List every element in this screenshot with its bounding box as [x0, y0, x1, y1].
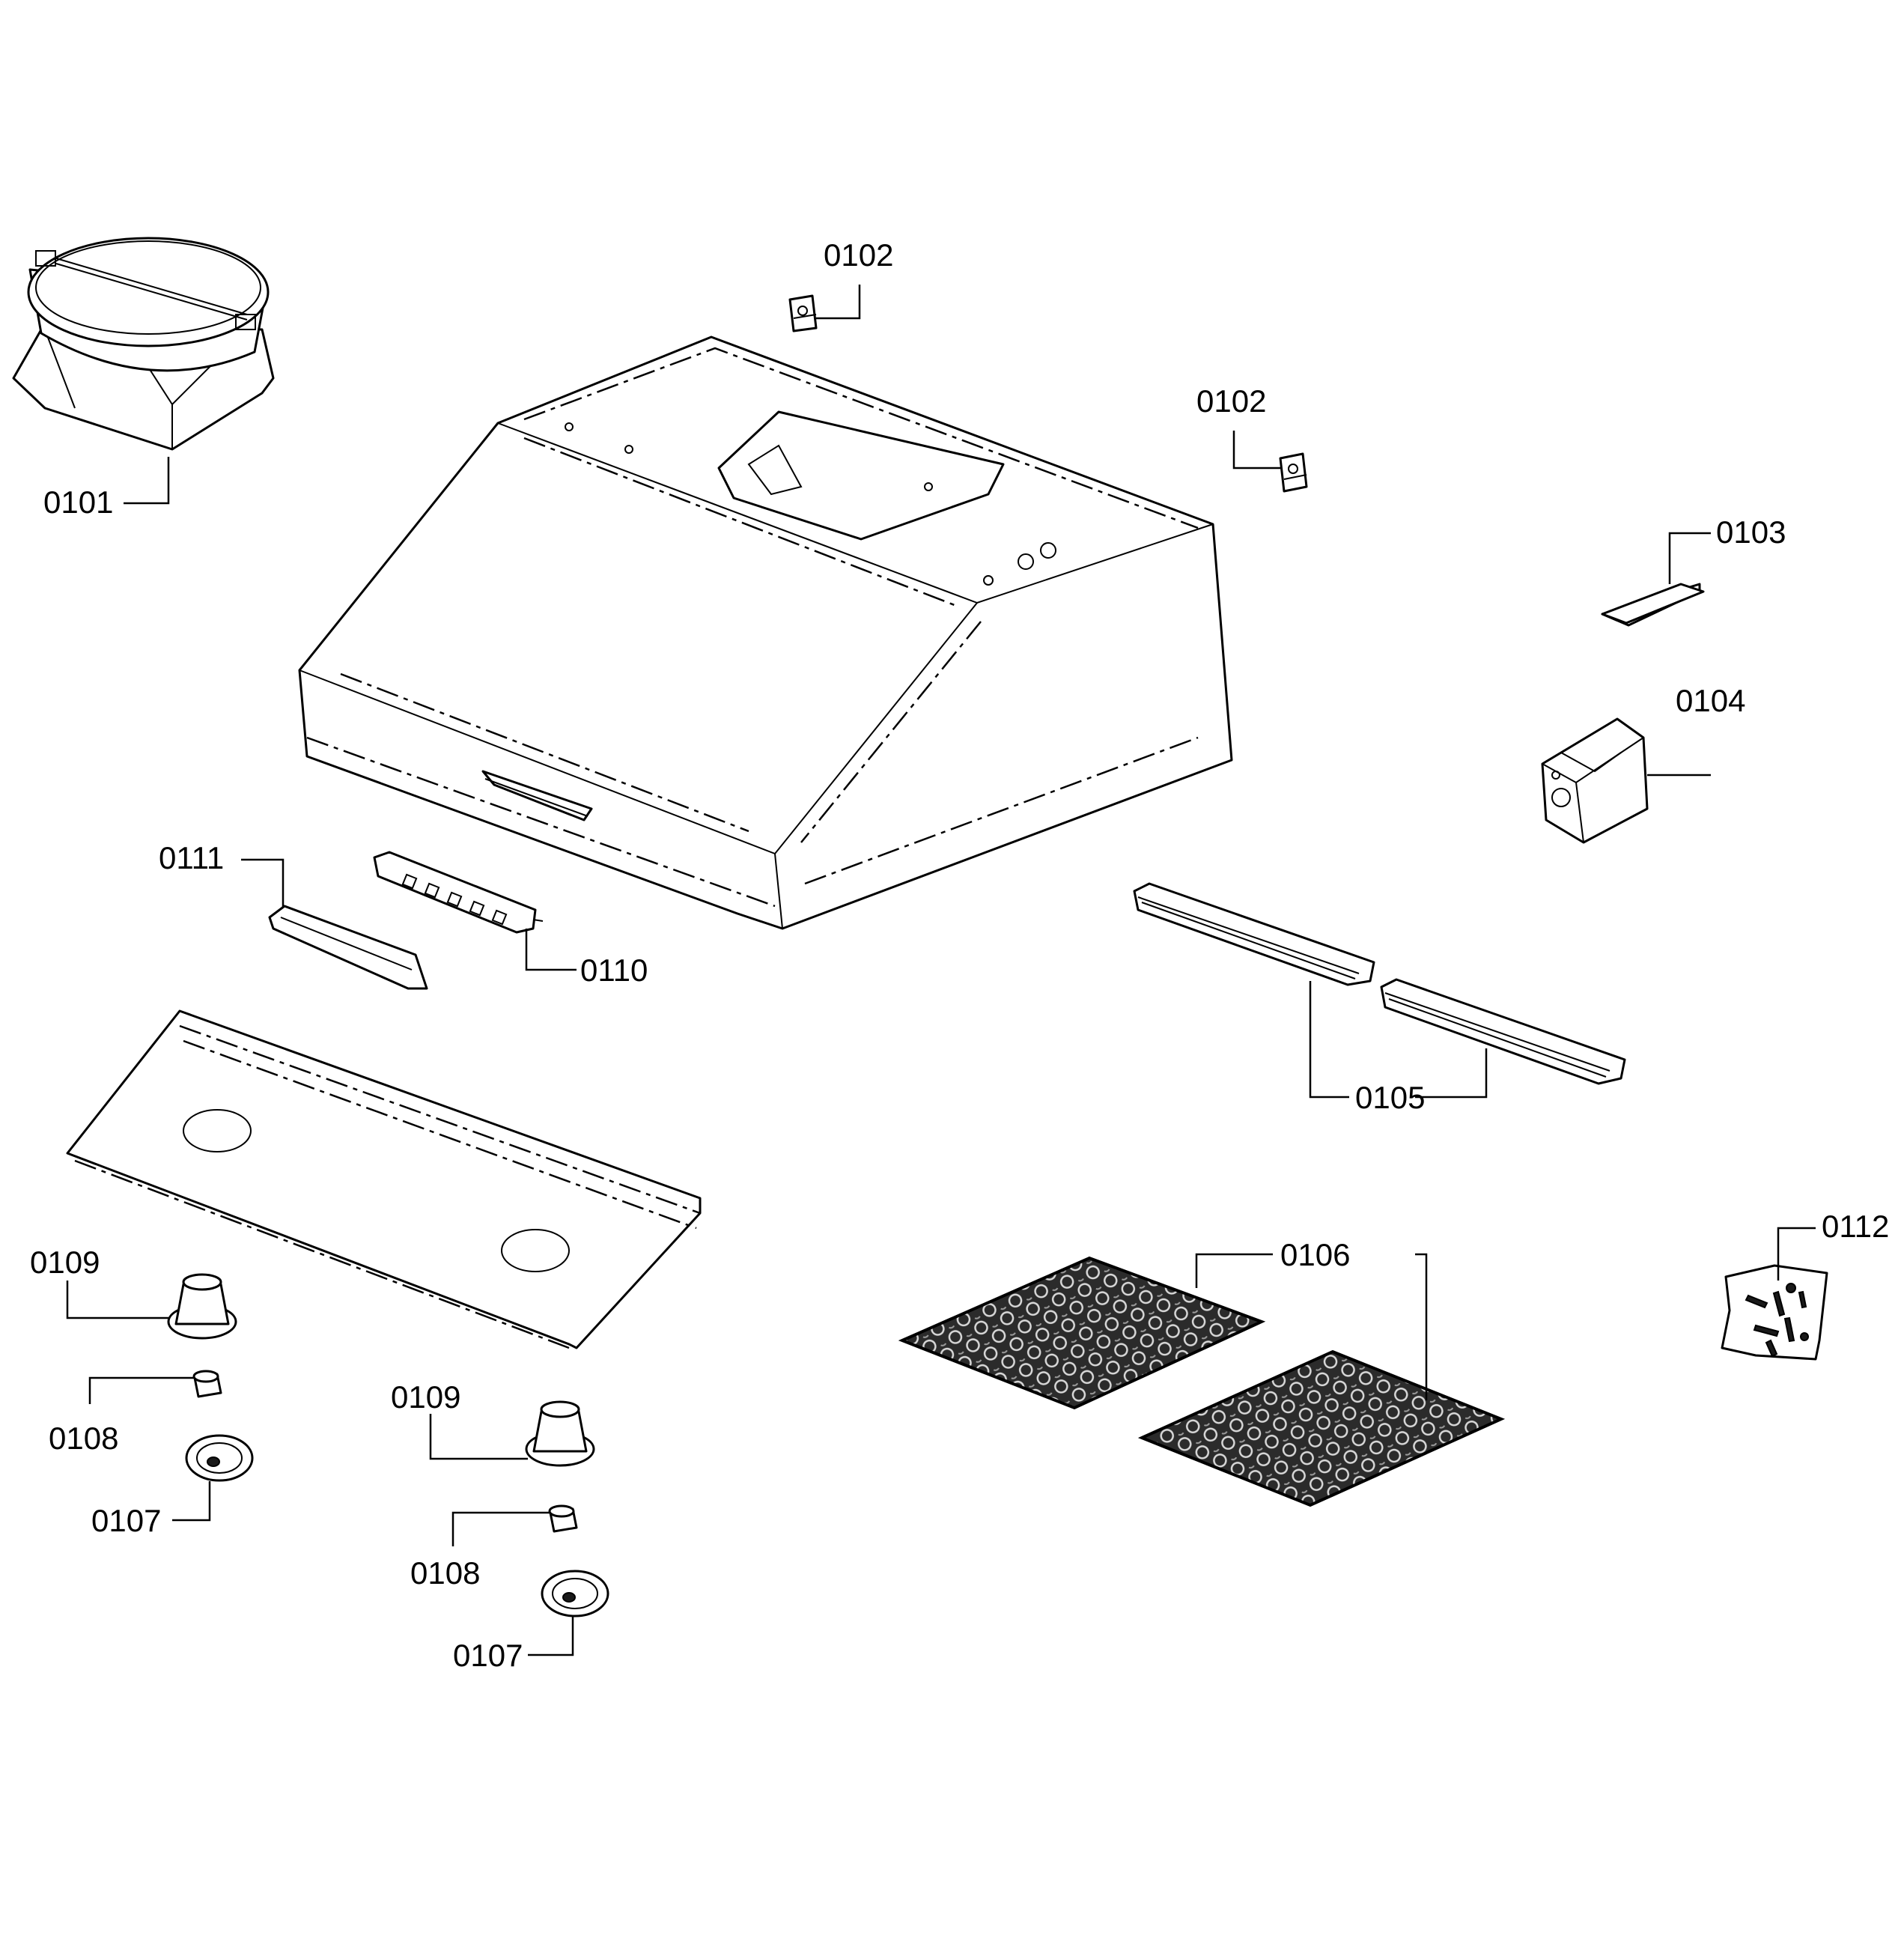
- light-lens-ring-part: [185, 1434, 254, 1482]
- junction-box-part: [1541, 717, 1649, 844]
- callout-0108-right: 0108: [410, 1555, 480, 1591]
- blower-motor-part: [12, 237, 275, 451]
- grease-filter-part: [898, 1256, 1266, 1410]
- switch-part: [373, 851, 544, 934]
- grease-filter-part: [1137, 1349, 1506, 1507]
- mounting-bracket-part: [1279, 452, 1308, 493]
- callout-0110: 0110: [580, 953, 648, 988]
- callout-0106: 0106: [1280, 1237, 1350, 1272]
- range-hood-body-part: [298, 335, 1233, 930]
- callout-0105: 0105: [1355, 1080, 1425, 1115]
- switch-trim-part: [268, 905, 428, 990]
- bottom-panel-part: [66, 1009, 702, 1349]
- callout-0109-right: 0109: [391, 1379, 460, 1415]
- callout-0103: 0103: [1716, 514, 1786, 550]
- callout-0109-left: 0109: [30, 1245, 100, 1280]
- callout-0108-left: 0108: [49, 1421, 118, 1456]
- callout-0102-right: 0102: [1196, 383, 1266, 419]
- callout-0107-left: 0107: [91, 1503, 161, 1538]
- callout-0104: 0104: [1676, 683, 1745, 718]
- filter-rail-part: [1133, 882, 1375, 986]
- callout-0102-top: 0102: [824, 237, 893, 273]
- callout-0107-right: 0107: [453, 1638, 523, 1673]
- cover-plate-part: [1601, 583, 1705, 627]
- hardware-bag-part: [1721, 1264, 1828, 1361]
- lamp-socket-part: [548, 1504, 578, 1533]
- callout-0101: 0101: [43, 485, 113, 520]
- callout-0111: 0111: [159, 840, 224, 875]
- callout-0112: 0112: [1822, 1209, 1889, 1244]
- mounting-bracket-part: [788, 294, 818, 332]
- light-lens-ring-part: [541, 1570, 609, 1618]
- lamp-socket-part: [192, 1370, 222, 1398]
- leader-lines: [66, 285, 1816, 1656]
- light-housing-part: [167, 1273, 237, 1340]
- light-housing-part: [525, 1400, 595, 1467]
- filter-rail-part: [1380, 978, 1626, 1085]
